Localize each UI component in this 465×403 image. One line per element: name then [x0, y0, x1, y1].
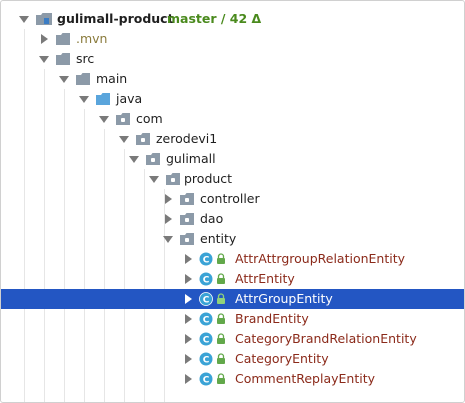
node-label: .mvn — [76, 31, 108, 46]
tree-row-class[interactable]: C CommentReplayEntity — [1, 369, 464, 389]
chevron-right-icon[interactable] — [183, 354, 193, 364]
tree-row-class[interactable]: C BrandEntity — [1, 309, 464, 329]
svg-text:C: C — [203, 336, 210, 346]
lock-icon — [216, 273, 226, 285]
chevron-down-icon[interactable] — [19, 14, 29, 24]
node-label: dao — [200, 211, 224, 226]
svg-text:C: C — [203, 376, 210, 386]
chevron-down-icon[interactable] — [59, 74, 69, 84]
chevron-right-icon[interactable] — [163, 214, 173, 224]
chevron-down-icon[interactable] — [39, 54, 49, 64]
svg-text:C: C — [203, 296, 210, 306]
package-icon — [145, 152, 161, 166]
node-label: BrandEntity — [235, 311, 309, 326]
tree-row-entity[interactable]: entity — [1, 229, 464, 249]
package-icon — [115, 112, 131, 126]
chevron-right-icon[interactable] — [183, 314, 193, 324]
folder-icon — [55, 52, 71, 66]
class-icon: C — [199, 372, 213, 386]
tree-row-com[interactable]: com — [1, 109, 464, 129]
package-icon — [179, 232, 195, 246]
tree-row-dao[interactable]: dao — [1, 209, 464, 229]
class-icon: C — [199, 252, 213, 266]
package-icon — [179, 192, 195, 206]
tree-row-mvn[interactable]: .mvn — [1, 29, 464, 49]
tree-row-class[interactable]: C AttrEntity — [1, 269, 464, 289]
tree-row-src[interactable]: src — [1, 49, 464, 69]
class-icon: C — [199, 292, 213, 306]
node-label: gulimall — [166, 151, 216, 166]
tree-row-class[interactable]: C AttrAttrgroupRelationEntity — [1, 249, 464, 269]
chevron-down-icon[interactable] — [119, 134, 129, 144]
vcs-branch-status: master / 42 Δ — [167, 11, 262, 26]
node-label: CommentReplayEntity — [235, 371, 376, 386]
svg-text:C: C — [203, 256, 210, 266]
tree-row-product[interactable]: product — [1, 169, 464, 189]
tree-row-zerodevi1[interactable]: zerodevi1 — [1, 129, 464, 149]
node-label: CategoryBrandRelationEntity — [235, 331, 417, 346]
folder-icon — [55, 32, 71, 46]
node-label: AttrEntity — [235, 271, 295, 286]
chevron-down-icon[interactable] — [149, 174, 159, 184]
class-icon: C — [199, 352, 213, 366]
node-label: AttrAttrgroupRelationEntity — [235, 251, 406, 266]
node-label: src — [76, 51, 95, 66]
lock-icon — [216, 373, 226, 385]
package-icon — [179, 212, 195, 226]
lock-icon — [216, 333, 226, 345]
chevron-down-icon[interactable] — [99, 114, 109, 124]
chevron-right-icon[interactable] — [183, 254, 193, 264]
lock-icon — [216, 253, 226, 265]
tree-row-class-selected[interactable]: C AttrGroupEntity — [1, 289, 464, 309]
source-folder-icon — [95, 92, 111, 106]
package-icon — [135, 132, 151, 146]
chevron-right-icon[interactable] — [163, 194, 173, 204]
svg-text:C: C — [203, 356, 210, 366]
class-icon: C — [199, 272, 213, 286]
tree-row-main[interactable]: main — [1, 69, 464, 89]
tree-row-gulimall[interactable]: gulimall — [1, 149, 464, 169]
class-icon: C — [199, 332, 213, 346]
node-label: entity — [200, 231, 237, 246]
lock-icon — [216, 313, 226, 325]
lock-icon — [216, 293, 226, 305]
chevron-right-icon[interactable] — [39, 34, 49, 44]
lock-icon — [216, 353, 226, 365]
node-label: AttrGroupEntity — [235, 291, 333, 306]
chevron-right-icon[interactable] — [183, 374, 193, 384]
tree-row-class[interactable]: C CategoryBrandRelationEntity — [1, 329, 464, 349]
chevron-down-icon[interactable] — [163, 234, 173, 244]
chevron-down-icon[interactable] — [129, 154, 139, 164]
tree-row-java[interactable]: java — [1, 89, 464, 109]
tree-row-root[interactable]: gulimall-product master / 42 Δ — [1, 9, 464, 29]
chevron-right-icon[interactable] — [183, 274, 193, 284]
chevron-right-icon[interactable] — [183, 294, 193, 304]
chevron-right-icon[interactable] — [183, 334, 193, 344]
folder-icon — [75, 72, 91, 86]
tree-row-controller[interactable]: controller — [1, 189, 464, 209]
tree-row-class[interactable]: C CategoryEntity — [1, 349, 464, 369]
node-label: controller — [200, 191, 260, 206]
chevron-down-icon[interactable] — [79, 94, 89, 104]
node-label: zerodevi1 — [156, 131, 218, 146]
svg-text:C: C — [203, 316, 210, 326]
class-icon: C — [199, 312, 213, 326]
node-label: product — [184, 171, 233, 186]
package-icon — [165, 172, 181, 186]
node-label: com — [136, 111, 163, 126]
root-label: gulimall-product — [57, 11, 174, 26]
node-label: CategoryEntity — [235, 351, 329, 366]
svg-text:C: C — [203, 276, 210, 286]
node-label: main — [96, 71, 128, 86]
node-label: java — [116, 91, 143, 106]
module-folder-icon — [35, 12, 53, 26]
